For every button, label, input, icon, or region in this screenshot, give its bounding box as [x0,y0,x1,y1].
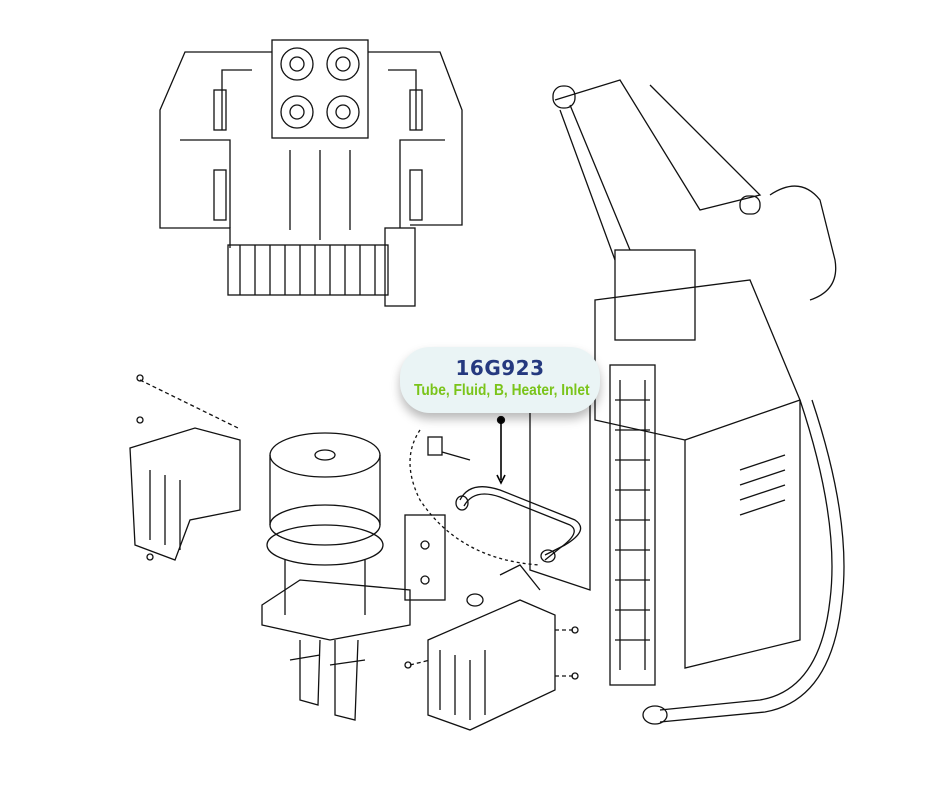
sensor-component [409,429,541,566]
cabinet [529,249,801,686]
part-callout-bubble: 16G923 Tube, Fluid, B, Heater, Inlet [400,347,600,413]
pump-shroud-right [404,564,579,731]
wiring-schematic [159,39,463,307]
pump-motor [261,432,446,721]
callout-leader [496,415,506,485]
fluid-tube-16g923 [455,486,582,563]
part-description: Tube, Fluid, B, Heater, Inlet [414,382,590,399]
pump-shroud-left [129,374,241,561]
cart-frame [552,79,845,725]
part-number: 16G923 [455,356,545,380]
